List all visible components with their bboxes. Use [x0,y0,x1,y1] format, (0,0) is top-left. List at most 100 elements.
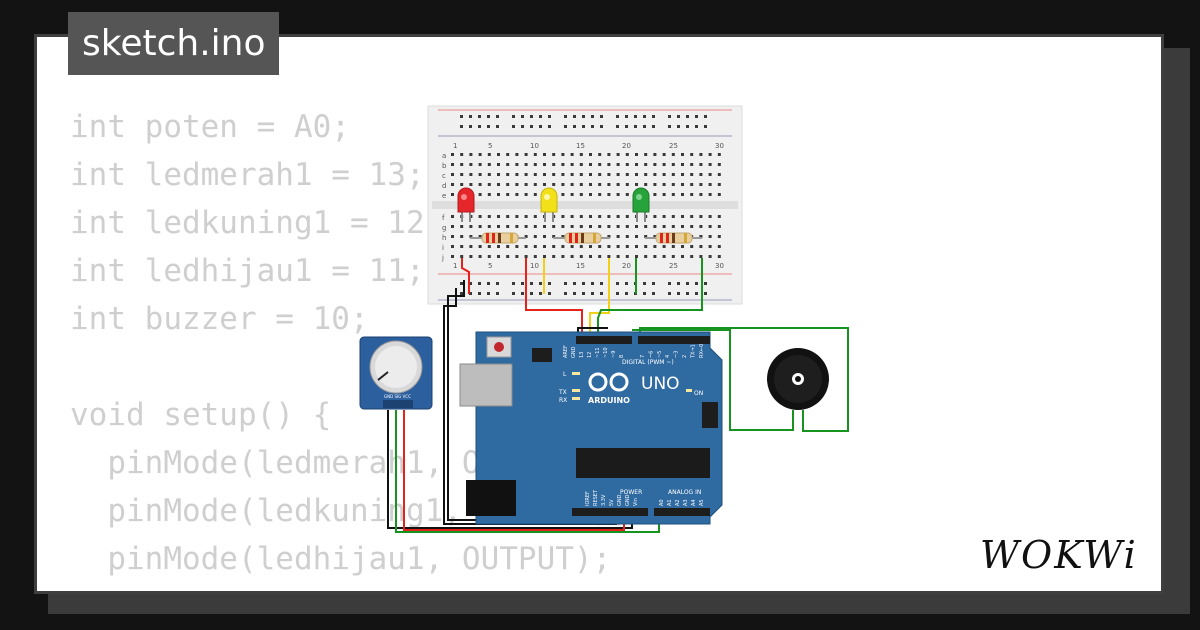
rx-led-label: RX [559,397,567,404]
breadboard[interactable]: 1 5 10 15 20 25 30 1 5 10 15 20 25 30 a … [427,105,743,305]
breadboard-hole [564,115,567,118]
column-label: 15 [576,262,585,270]
pin-label: RESET [593,489,599,506]
breadboard-hole [515,173,519,176]
microcontroller-chip [576,448,710,478]
breadboard-hole [600,282,603,285]
breadboard-hole [634,125,637,128]
breadboard-hole [668,125,671,128]
breadboard-hole [579,255,583,258]
breadboard-hole [506,215,510,218]
breadboard-hole [690,255,694,258]
green-led[interactable] [632,187,650,222]
pin-label: ~5 [657,351,663,358]
breadboard-hole [533,225,537,228]
pin-label: 8 [619,355,625,358]
breadboard-hole [552,153,556,156]
breadboard-hole [478,255,482,258]
breadboard-hole [625,282,628,285]
pin-label: A1 [667,499,673,506]
breadboard-hole [570,245,574,248]
breadboard-hole [616,163,620,166]
pin-label: 5V [609,499,615,506]
breadboard-hole [653,193,657,196]
breadboard-hole [625,153,629,156]
breadboard-hole [681,215,684,218]
breadboard-hole [561,245,565,248]
breadboard-hole [708,215,712,218]
breadboard-hole [589,245,592,248]
breadboard-hole [469,173,473,176]
breadboard-hole [589,183,592,186]
row-label: j [441,254,444,262]
pin-label: ~3 [674,351,680,358]
breadboard-hole [644,153,648,156]
breadboard-hole [708,163,712,166]
breadboard-hole [552,183,556,186]
breadboard-hole [579,215,583,218]
breadboard-hole [635,245,638,248]
file-name-tab[interactable]: sketch.ino [68,12,280,75]
breadboard-hole [573,115,576,118]
breadboard-hole [671,163,675,166]
resistor[interactable] [645,232,702,244]
breadboard-hole [512,125,515,128]
breadboard-hole [497,215,500,218]
breadboard-hole [717,153,721,156]
breadboard-hole [717,255,721,258]
breadboard-hole [668,115,671,118]
breadboard-hole [598,255,602,258]
breadboard-hole [699,193,703,196]
breadboard-hole [487,215,491,218]
breadboard-hole [591,292,594,295]
breadboard-hole [653,153,657,156]
breadboard-hole [497,193,500,196]
breadboard-hole [521,282,524,285]
breadboard-hole [478,245,482,248]
breadboard-hole [662,153,666,156]
breadboard-hole [600,115,603,118]
breadboard-hole [677,115,680,118]
breadboard-hole [717,173,721,176]
breadboard-holes [451,115,721,295]
breadboard-hole [708,173,712,176]
potentiometer[interactable]: GND SIG VCC [359,336,433,410]
pin-label: ~10 [603,347,609,358]
code-line: int poten = A0; [70,109,350,145]
pin-label: 7 [640,355,646,358]
pin-label: A2 [675,499,681,506]
breadboard-hole [579,163,583,166]
yellow-led[interactable] [540,187,558,222]
reset-button[interactable] [494,342,504,352]
potentiometer-knob-indicator [377,371,389,381]
breadboard-hole [677,125,680,128]
breadboard-hole [600,125,603,128]
breadboard-hole [653,163,657,166]
breadboard-hole [644,235,648,238]
column-label: 1 [453,262,457,270]
breadboard-hole [564,125,567,128]
breadboard-hole [487,225,491,228]
breadboard-hole [635,235,638,238]
breadboard-hole [543,225,546,228]
arduino-uno-board[interactable]: UNO ARDUINO DIGITAL (PWM ~) POWER ANALOG… [459,331,723,525]
red-led[interactable] [457,187,475,222]
code-line: int buzzer = 10; [70,301,369,337]
breadboard-hole [704,282,707,285]
breadboard-hole [625,125,628,128]
breadboard-hole [561,215,565,218]
resistor[interactable] [470,232,526,244]
breadboard-hole [497,163,500,166]
buzzer[interactable] [767,348,829,410]
resistor[interactable] [553,232,610,244]
breadboard-hole [589,173,592,176]
breadboard-hole [515,225,519,228]
breadboard-hole [533,235,537,238]
breadboard-hole [704,292,707,295]
breadboard-hole [564,292,567,295]
icsp-header [532,348,552,362]
pin-label: RX←0 [699,344,705,358]
breadboard-hole [521,115,524,118]
code-line: pinMode(buzzer, OUTPUT); [70,583,630,591]
breadboard-hole [478,282,481,285]
